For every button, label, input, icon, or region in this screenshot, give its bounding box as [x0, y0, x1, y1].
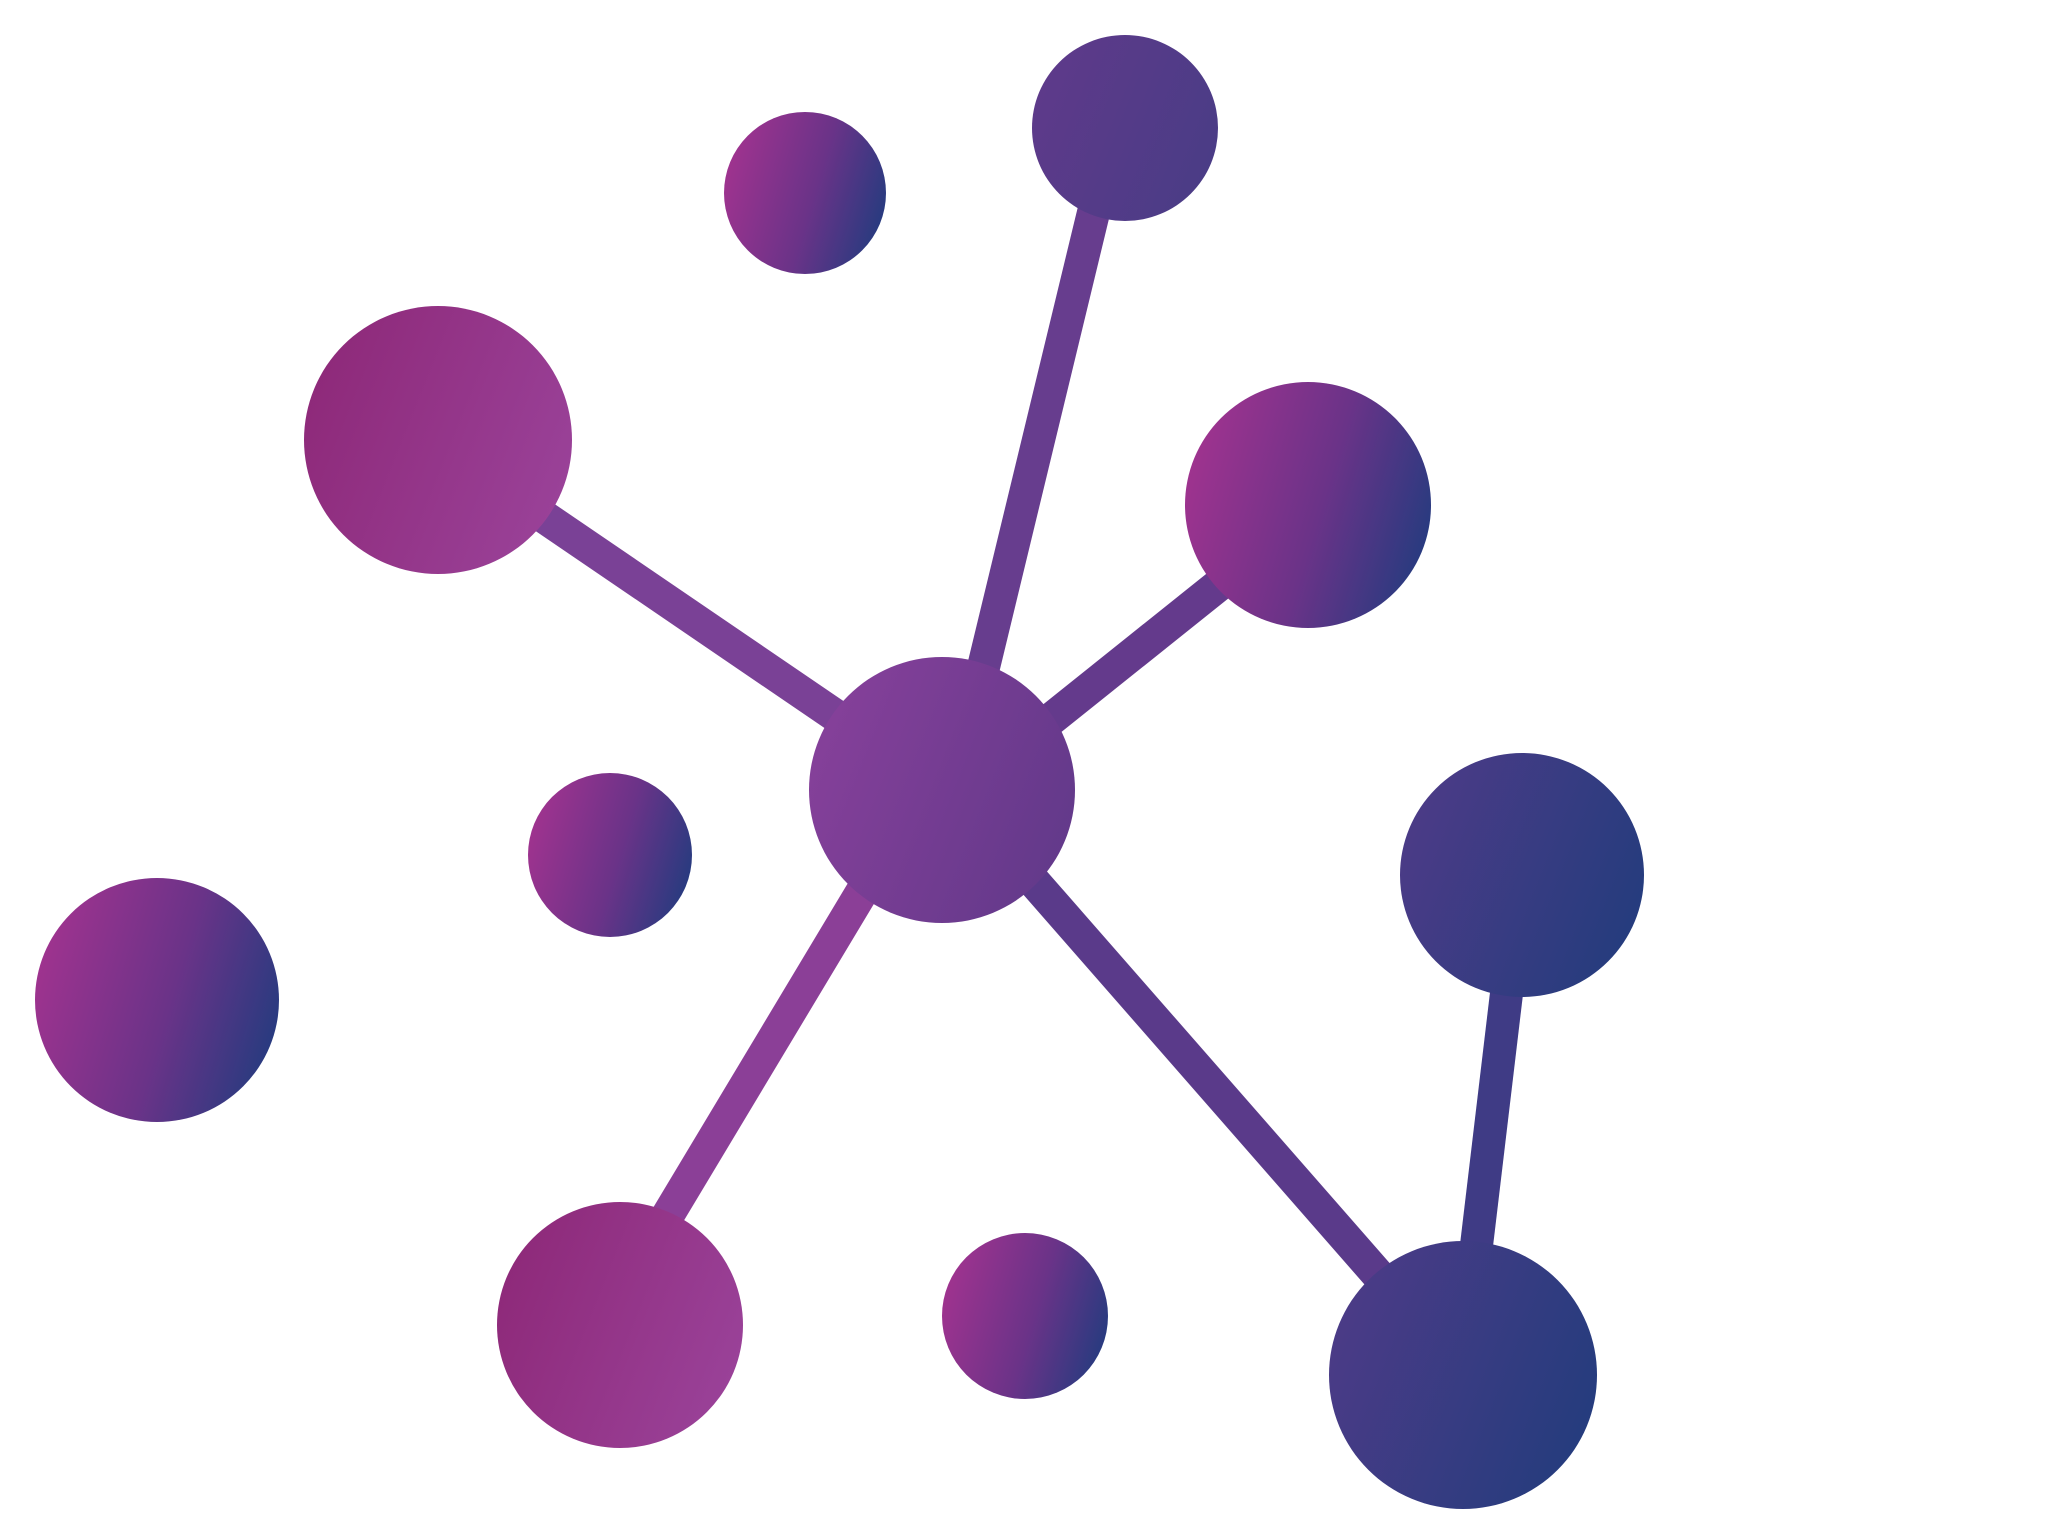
top-small-node-icon: [724, 112, 886, 274]
bottom-left-node-icon: [497, 1202, 743, 1448]
left-node-icon: [35, 878, 279, 1122]
node-group: [35, 35, 1644, 1509]
right-mid-node-icon: [1400, 753, 1644, 997]
top-left-large-node-icon: [304, 306, 572, 574]
center-node-icon: [809, 657, 1075, 923]
bottom-right-node-icon: [1329, 1241, 1597, 1509]
mid-left-small-node-icon: [528, 773, 692, 937]
top-node-icon: [1032, 35, 1218, 221]
edge-center-bottom-right: [967, 809, 1413, 1311]
bottom-small-node-icon: [942, 1233, 1108, 1399]
right-upper-node-icon: [1185, 382, 1431, 628]
